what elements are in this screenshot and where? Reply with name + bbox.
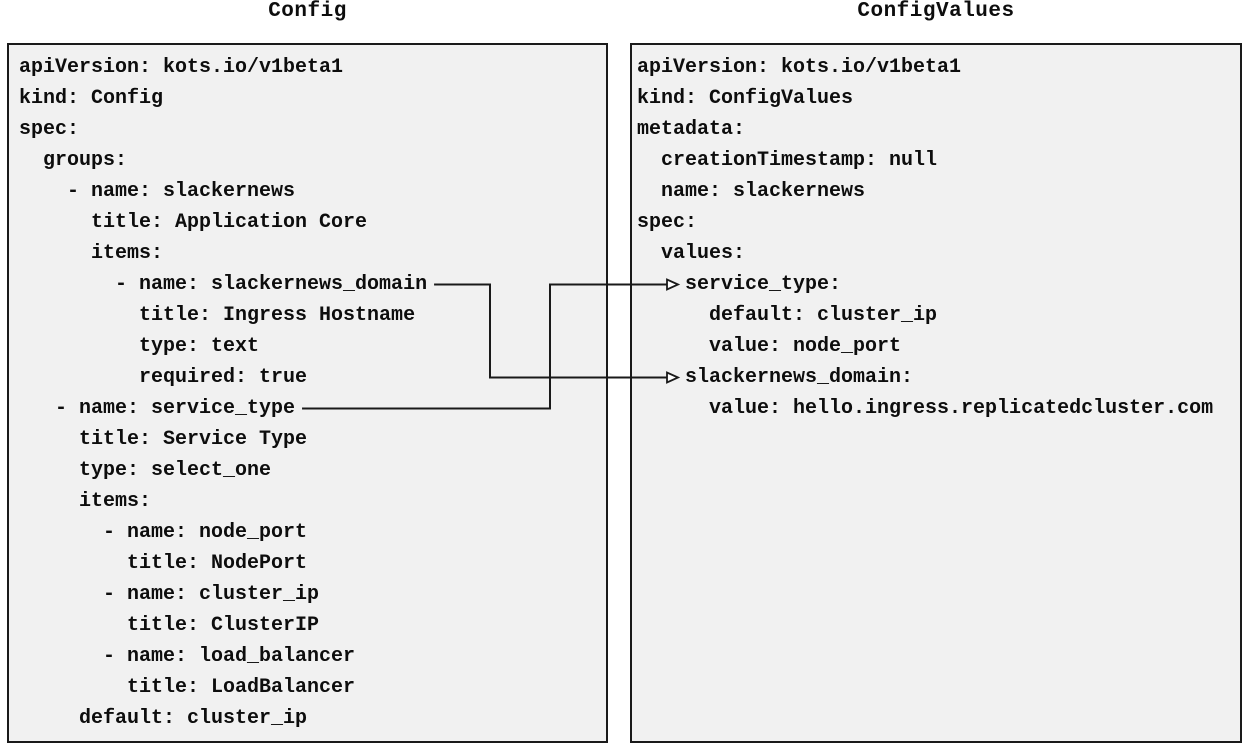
code-line-text: - name: service_type	[19, 397, 296, 420]
code-line: title: NodePort	[19, 548, 606, 579]
configvalues-panel: apiVersion: kots.io/v1beta1 kind: ConfigV…	[630, 43, 1242, 743]
code-line-text: items:	[19, 490, 152, 513]
code-line: title: Application Core	[19, 207, 606, 238]
code-line-text: spec:	[19, 118, 80, 141]
code-line-text: creationTimestamp: null	[637, 149, 938, 172]
code-line-text: title: Application Core	[19, 211, 368, 234]
configvalues-panel-title: ConfigValues	[857, 0, 1015, 23]
code-line: apiVersion: kots.io/v1beta1	[637, 52, 1240, 83]
code-line-text: groups:	[19, 149, 128, 172]
code-line-text: kind: ConfigValues	[637, 87, 854, 110]
code-line: - name: service_type	[19, 393, 606, 424]
code-line-text: - name: slackernews	[19, 180, 296, 203]
code-line-text: kind: Config	[19, 87, 164, 110]
code-line-text: service_type:	[637, 273, 842, 296]
code-line: required: true	[19, 362, 606, 393]
code-line-text: name: slackernews	[637, 180, 866, 203]
code-line: slackernews_domain:	[637, 362, 1240, 393]
code-line: value: hello.ingress.replicatedcluster.c…	[637, 393, 1240, 424]
code-line: - name: node_port	[19, 517, 606, 548]
code-line: title: Ingress Hostname	[19, 300, 606, 331]
config-yaml-code-block: apiVersion: kots.io/v1beta1 kind: Config s…	[9, 45, 606, 734]
code-line-text: default: cluster_ip	[19, 707, 308, 730]
config-panel: apiVersion: kots.io/v1beta1 kind: Config s…	[7, 43, 608, 743]
code-line-text: type: select_one	[19, 459, 272, 482]
code-line-text: title: Service Type	[19, 428, 308, 451]
code-line-text: - name: load_balancer	[19, 645, 356, 668]
code-line-text: values:	[637, 242, 746, 265]
code-line: default: cluster_ip	[637, 300, 1240, 331]
code-line: title: LoadBalancer	[19, 672, 606, 703]
code-line-text: apiVersion: kots.io/v1beta1	[19, 56, 344, 79]
code-line: groups:	[19, 145, 606, 176]
code-line-text: type: text	[19, 335, 260, 358]
code-line: kind: ConfigValues	[637, 83, 1240, 114]
code-line: type: select_one	[19, 455, 606, 486]
code-line-text: - name: cluster_ip	[19, 583, 320, 606]
code-line-text: title: LoadBalancer	[19, 676, 356, 699]
code-line: title: ClusterIP	[19, 610, 606, 641]
configvalues-yaml-code-block: apiVersion: kots.io/v1beta1 kind: ConfigV…	[632, 45, 1240, 424]
code-line: spec:	[637, 207, 1240, 238]
code-line-text: spec:	[637, 211, 698, 234]
code-line: values:	[637, 238, 1240, 269]
code-line: - name: cluster_ip	[19, 579, 606, 610]
code-line: apiVersion: kots.io/v1beta1	[19, 52, 606, 83]
code-line: value: node_port	[637, 331, 1240, 362]
code-line-text: required: true	[19, 366, 308, 389]
code-line-text: - name: node_port	[19, 521, 308, 544]
code-line-text: default: cluster_ip	[637, 304, 938, 327]
code-line: kind: Config	[19, 83, 606, 114]
code-line-text: slackernews_domain:	[637, 366, 914, 389]
code-line-text: metadata:	[637, 118, 746, 141]
code-line: items:	[19, 486, 606, 517]
code-line-text: title: NodePort	[19, 552, 308, 575]
code-line: items:	[19, 238, 606, 269]
code-line: - name: slackernews_domain	[19, 269, 606, 300]
code-line-text: - name: slackernews_domain	[19, 273, 428, 296]
code-line: service_type:	[637, 269, 1240, 300]
code-line-text: title: Ingress Hostname	[19, 304, 416, 327]
code-line: - name: slackernews	[19, 176, 606, 207]
code-line: - name: load_balancer	[19, 641, 606, 672]
code-line: creationTimestamp: null	[637, 145, 1240, 176]
code-line: title: Service Type	[19, 424, 606, 455]
code-line-text: apiVersion: kots.io/v1beta1	[637, 56, 962, 79]
config-panel-title: Config	[268, 0, 347, 23]
code-line: default: cluster_ip	[19, 703, 606, 734]
code-line: type: text	[19, 331, 606, 362]
code-line: name: slackernews	[637, 176, 1240, 207]
code-line-text: items:	[19, 242, 164, 265]
code-line-text: value: node_port	[637, 335, 902, 358]
code-line-text: value: hello.ingress.replicatedcluster.c…	[637, 397, 1214, 420]
code-line-text: title: ClusterIP	[19, 614, 320, 637]
code-line: metadata:	[637, 114, 1240, 145]
code-line: spec:	[19, 114, 606, 145]
